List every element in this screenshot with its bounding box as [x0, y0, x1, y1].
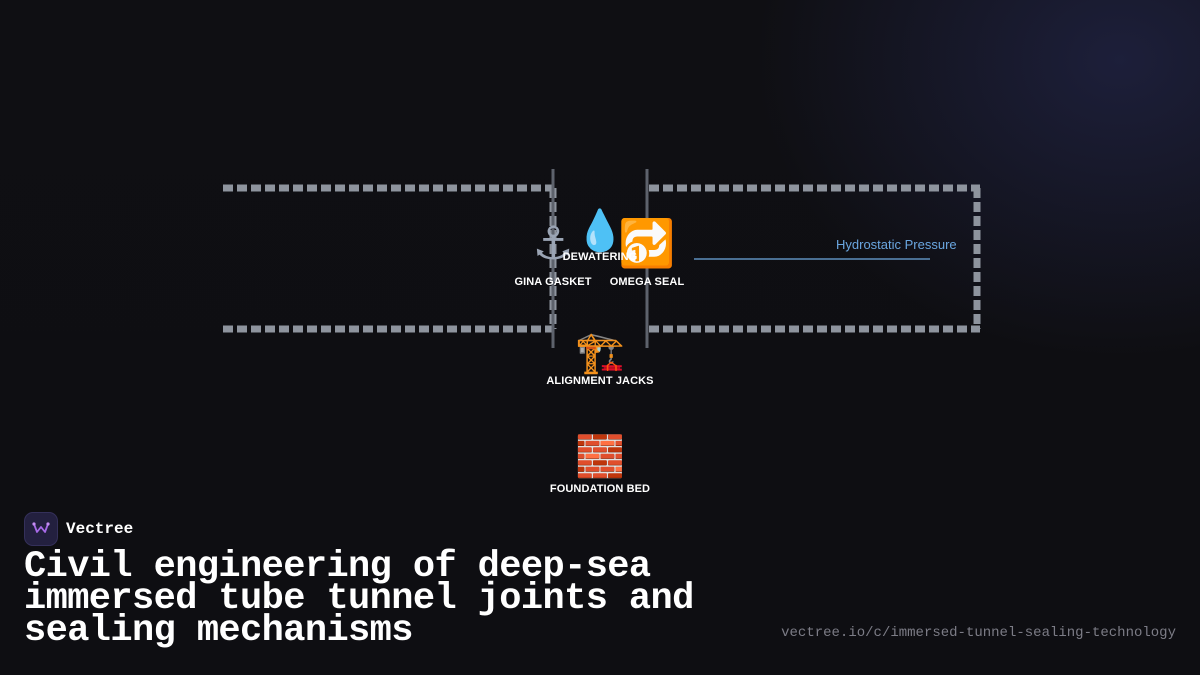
alignment-jacks-label: ALIGNMENT JACKS [546, 375, 654, 387]
omega-seal-label: OMEGA SEAL [609, 276, 685, 288]
dewatering-label: DEWATERING [562, 251, 638, 263]
gina-gasket-label: GINA GASKET [514, 276, 592, 288]
brand-name: Vectree [66, 520, 134, 538]
brand: Vectree [24, 512, 133, 546]
vectree-logo-icon [24, 512, 58, 546]
gina-gasket-node: ⚓ GINA GASKET [514, 220, 591, 288]
crane-icon: 🏗️ [575, 330, 625, 376]
page-title: Civil engineering of deep-sea immersed t… [24, 546, 694, 652]
omega-seal-node: 🔂 OMEGA SEAL [610, 220, 685, 288]
dewatering-node: 💧 DEWATERING [563, 211, 638, 263]
repeat-once-icon: 🔂 [618, 216, 676, 270]
hydrostatic-pressure-label: Hydrostatic Pressure [836, 237, 957, 252]
brick-icon: 🧱 [575, 434, 625, 480]
foundation-bed-node: 🧱 FOUNDATION BED [550, 437, 650, 495]
source-url: vectree.io/c/immersed-tunnel-sealing-tec… [781, 625, 1176, 641]
alignment-jacks-node: 🏗️ ALIGNMENT JACKS [546, 333, 653, 387]
foundation-bed-label: FOUNDATION BED [549, 483, 651, 495]
water-drop-icon: 💧 [575, 208, 625, 254]
vectree-logo-mark [32, 522, 50, 533]
anchor-icon: ⚓ [532, 216, 574, 270]
